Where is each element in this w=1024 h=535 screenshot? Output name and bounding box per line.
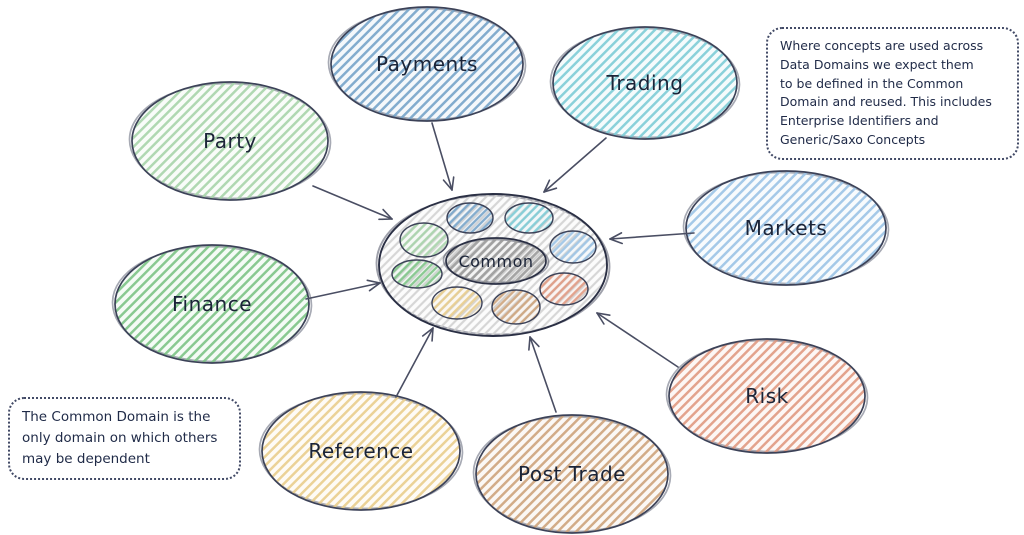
node-risk-label: Risk bbox=[745, 384, 788, 408]
node-party-shape bbox=[131, 81, 329, 201]
note-common-dependency[interactable]: The Common Domain is the only domain on … bbox=[8, 397, 241, 480]
node-risk-shape bbox=[668, 338, 866, 454]
arrow-risk-to-common bbox=[596, 312, 679, 368]
node-markets-shape bbox=[685, 170, 887, 286]
node-reference-label: Reference bbox=[308, 439, 413, 463]
node-trading-shape bbox=[552, 26, 738, 140]
note-common-concepts[interactable]: Where concepts are used across Data Doma… bbox=[766, 27, 1019, 160]
node-party[interactable]: Party bbox=[128, 81, 332, 201]
node-finance[interactable]: Finance bbox=[111, 244, 313, 364]
arrow-post-trade-to-common bbox=[528, 336, 557, 413]
node-trading-label: Trading bbox=[606, 71, 684, 95]
common-dot-reference bbox=[431, 286, 483, 320]
arrow-trading-to-common bbox=[543, 137, 607, 193]
node-markets-label: Markets bbox=[745, 216, 828, 240]
node-post-trade-shape bbox=[475, 414, 669, 534]
hub-common-core: Common bbox=[442, 237, 550, 285]
common-dot-risk bbox=[539, 272, 589, 306]
node-reference-shape bbox=[261, 391, 461, 511]
node-trading[interactable]: Trading bbox=[549, 26, 741, 140]
hub-core-shape bbox=[445, 237, 547, 285]
hub-label: Common bbox=[458, 252, 533, 271]
node-payments[interactable]: Payments bbox=[327, 6, 527, 122]
node-party-label: Party bbox=[203, 129, 257, 153]
common-dot-trading bbox=[504, 202, 554, 234]
node-post-trade[interactable]: Post Trade bbox=[472, 414, 672, 534]
node-risk[interactable]: Risk bbox=[665, 338, 869, 454]
common-dot-post-trade bbox=[491, 289, 541, 325]
node-finance-shape bbox=[114, 244, 310, 364]
node-post-trade-label: Post Trade bbox=[518, 462, 626, 486]
arrow-reference-to-common bbox=[395, 327, 434, 398]
hub-common[interactable]: Common bbox=[375, 193, 611, 337]
arrow-markets-to-common bbox=[609, 232, 695, 245]
common-dot-payments bbox=[446, 202, 494, 234]
arrow-party-to-common bbox=[312, 185, 393, 221]
arrow-payments-to-common bbox=[431, 122, 455, 191]
node-finance-label: Finance bbox=[172, 292, 252, 316]
node-reference[interactable]: Reference bbox=[258, 391, 464, 511]
node-payments-label: Payments bbox=[376, 52, 478, 76]
node-markets[interactable]: Markets bbox=[682, 170, 890, 286]
arrow-finance-to-common bbox=[305, 279, 381, 300]
common-dot-markets bbox=[549, 230, 597, 264]
common-dot-finance bbox=[391, 259, 443, 289]
common-dot-party bbox=[399, 222, 449, 258]
node-payments-shape bbox=[330, 6, 524, 122]
